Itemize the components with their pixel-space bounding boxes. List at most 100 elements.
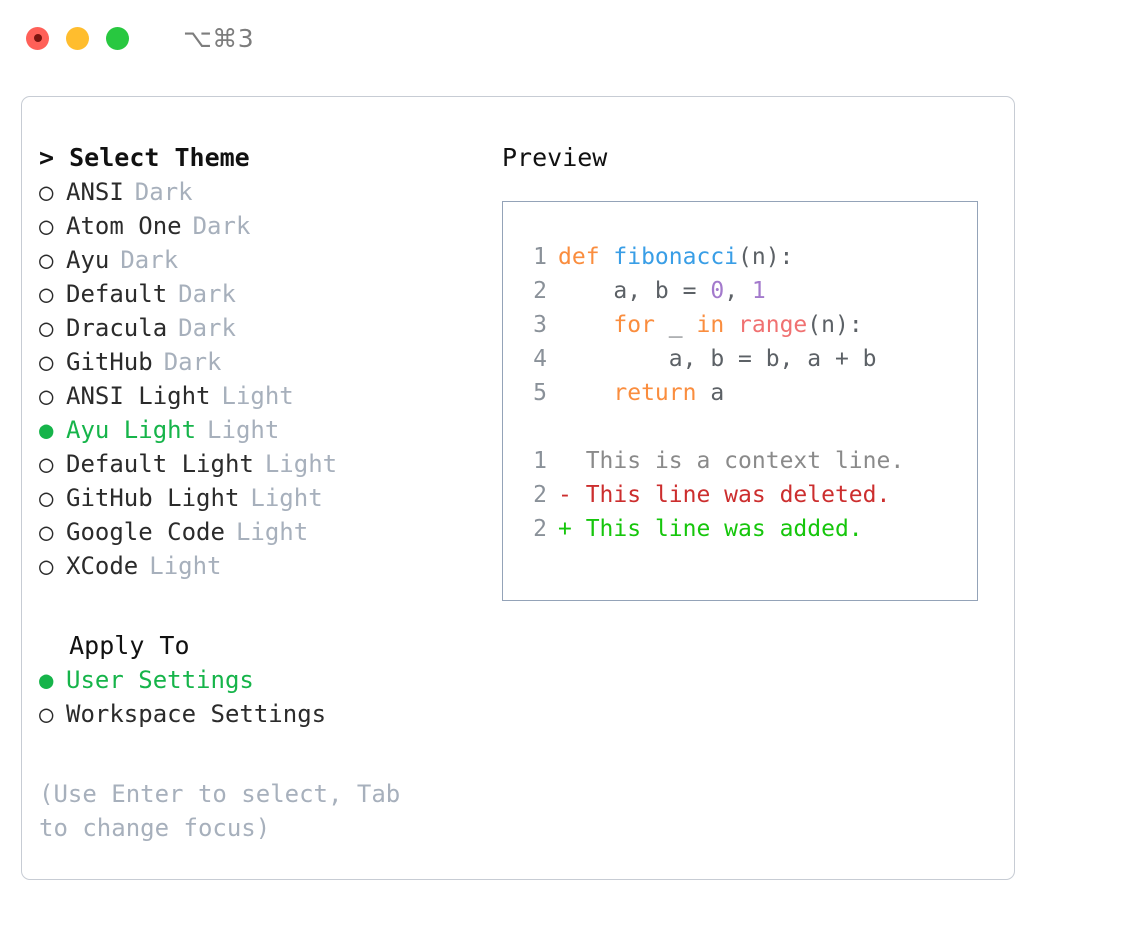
line-number: 1 (533, 448, 547, 474)
code-token-bi: range (738, 312, 808, 338)
code-line: 4 a, b = b, a + b (517, 342, 977, 376)
theme-option-label: Ayu (66, 246, 110, 274)
radio-unselected-icon: ○ (39, 700, 54, 728)
code-token-txt (558, 312, 613, 338)
line-number: 2 (533, 278, 547, 304)
apply-option-workspace-settings[interactable]: ○ Workspace Settings (39, 697, 482, 731)
line-number: 5 (533, 380, 547, 406)
theme-option-label: XCode (66, 552, 139, 580)
close-button[interactable] (26, 26, 49, 50)
theme-variant-tag: Dark (178, 280, 236, 308)
shortcut-label: ⌥⌘3 (183, 23, 255, 53)
code-token-txt (558, 380, 613, 406)
code-token-txt: a, b = b, a + b (558, 346, 877, 372)
diff-line-text: This line was added. (571, 516, 863, 542)
maximize-button[interactable] (106, 26, 129, 50)
code-token-num: 1 (751, 278, 766, 304)
apply-option-list: ● User Settings ○ Workspace Settings (39, 663, 482, 731)
apply-option-user-settings[interactable]: ● User Settings (39, 663, 482, 697)
theme-option-label: Ayu Light (66, 416, 197, 444)
title-bar: ⌥⌘3 (0, 0, 1140, 76)
radio-unselected-icon: ○ (39, 484, 54, 512)
diff-line-ctx: 1 This is a context line. (517, 444, 977, 478)
theme-option-label: Default Light (66, 450, 254, 478)
theme-variant-tag: Dark (134, 178, 193, 206)
apply-option-label: User Settings (66, 666, 254, 694)
theme-variant-tag: Dark (192, 212, 251, 240)
radio-unselected-icon: ○ (39, 280, 54, 308)
code-diff-separator (517, 410, 977, 444)
select-theme-heading: > Select Theme (39, 141, 482, 175)
apply-to-indent (39, 631, 69, 660)
diff-line-del: 2- This line was deleted. (517, 478, 977, 512)
code-token-txt: a (696, 380, 725, 406)
code-token-txt: , (724, 278, 752, 304)
apply-option-label: Workspace Settings (66, 700, 327, 728)
code-text: def fibonacci(n): (558, 240, 793, 274)
code-text: return a (558, 376, 724, 410)
theme-option-label: Dracula (66, 314, 168, 342)
theme-option-ayu[interactable]: ○ Ayu Dark (39, 243, 482, 277)
keyboard-hint: (Use Enter to select, Tab to change focu… (39, 780, 415, 842)
theme-variant-tag: Light (235, 518, 309, 546)
radio-selected-icon: ● (39, 666, 54, 694)
theme-option-default[interactable]: ○ Default Dark (39, 277, 482, 311)
code-token-fn: fibonacci (613, 244, 739, 270)
code-token-txt: (n): (807, 312, 863, 338)
code-text: a, b = b, a + b (558, 342, 877, 376)
radio-unselected-icon: ○ (39, 450, 54, 478)
apply-to-heading: Apply To (39, 629, 482, 663)
line-number: 4 (533, 346, 547, 372)
diff-line-text: This line was deleted. (571, 482, 891, 508)
radio-unselected-icon: ○ (39, 552, 54, 580)
line-number: 3 (533, 312, 547, 338)
preview-column: Preview 1 def fibonacci(n):2 a, b = 0, 1 3… (482, 141, 1014, 845)
code-token-kw: for (613, 312, 655, 338)
line-number: 1 (533, 244, 547, 270)
section-gap (39, 583, 482, 629)
theme-variant-tag: Light (207, 416, 280, 444)
code-line: 2 a, b = 0, 1 (517, 274, 977, 308)
diff-line-add: 2 + This line was added. (517, 512, 977, 546)
line-number: 2 (533, 516, 547, 542)
diff-sample: 1 This is a context line.2- This line wa… (517, 444, 977, 546)
code-token-kw: in (696, 312, 725, 338)
code-text: for _ in range(n): (558, 308, 863, 342)
diff-line-text: This is a context line. (571, 448, 905, 474)
diff-marker (558, 448, 572, 474)
line-number: 2 (533, 482, 547, 508)
minimize-button[interactable] (66, 26, 89, 50)
theme-variant-tag: Dark (163, 348, 222, 376)
preview-heading: Preview (502, 143, 608, 172)
radio-unselected-icon: ○ (39, 246, 54, 274)
radio-unselected-icon: ○ (39, 348, 54, 376)
radio-unselected-icon: ○ (39, 212, 54, 240)
theme-variant-tag: Light (221, 382, 294, 410)
theme-option-label: ANSI (66, 178, 124, 206)
theme-option-label: Default (66, 280, 168, 308)
theme-variant-tag: Dark (120, 246, 179, 274)
select-theme-label: Select Theme (69, 143, 250, 172)
code-token-kw: return (613, 380, 697, 406)
apply-to-label: Apply To (69, 631, 190, 660)
code-token-num: 0 (710, 278, 725, 304)
diff-text: + This line was added. (558, 512, 863, 546)
focus-caret: > (39, 143, 70, 172)
theme-option-label: GitHub Light (66, 484, 240, 512)
diff-marker: + (558, 516, 572, 542)
traffic-lights (26, 26, 129, 50)
